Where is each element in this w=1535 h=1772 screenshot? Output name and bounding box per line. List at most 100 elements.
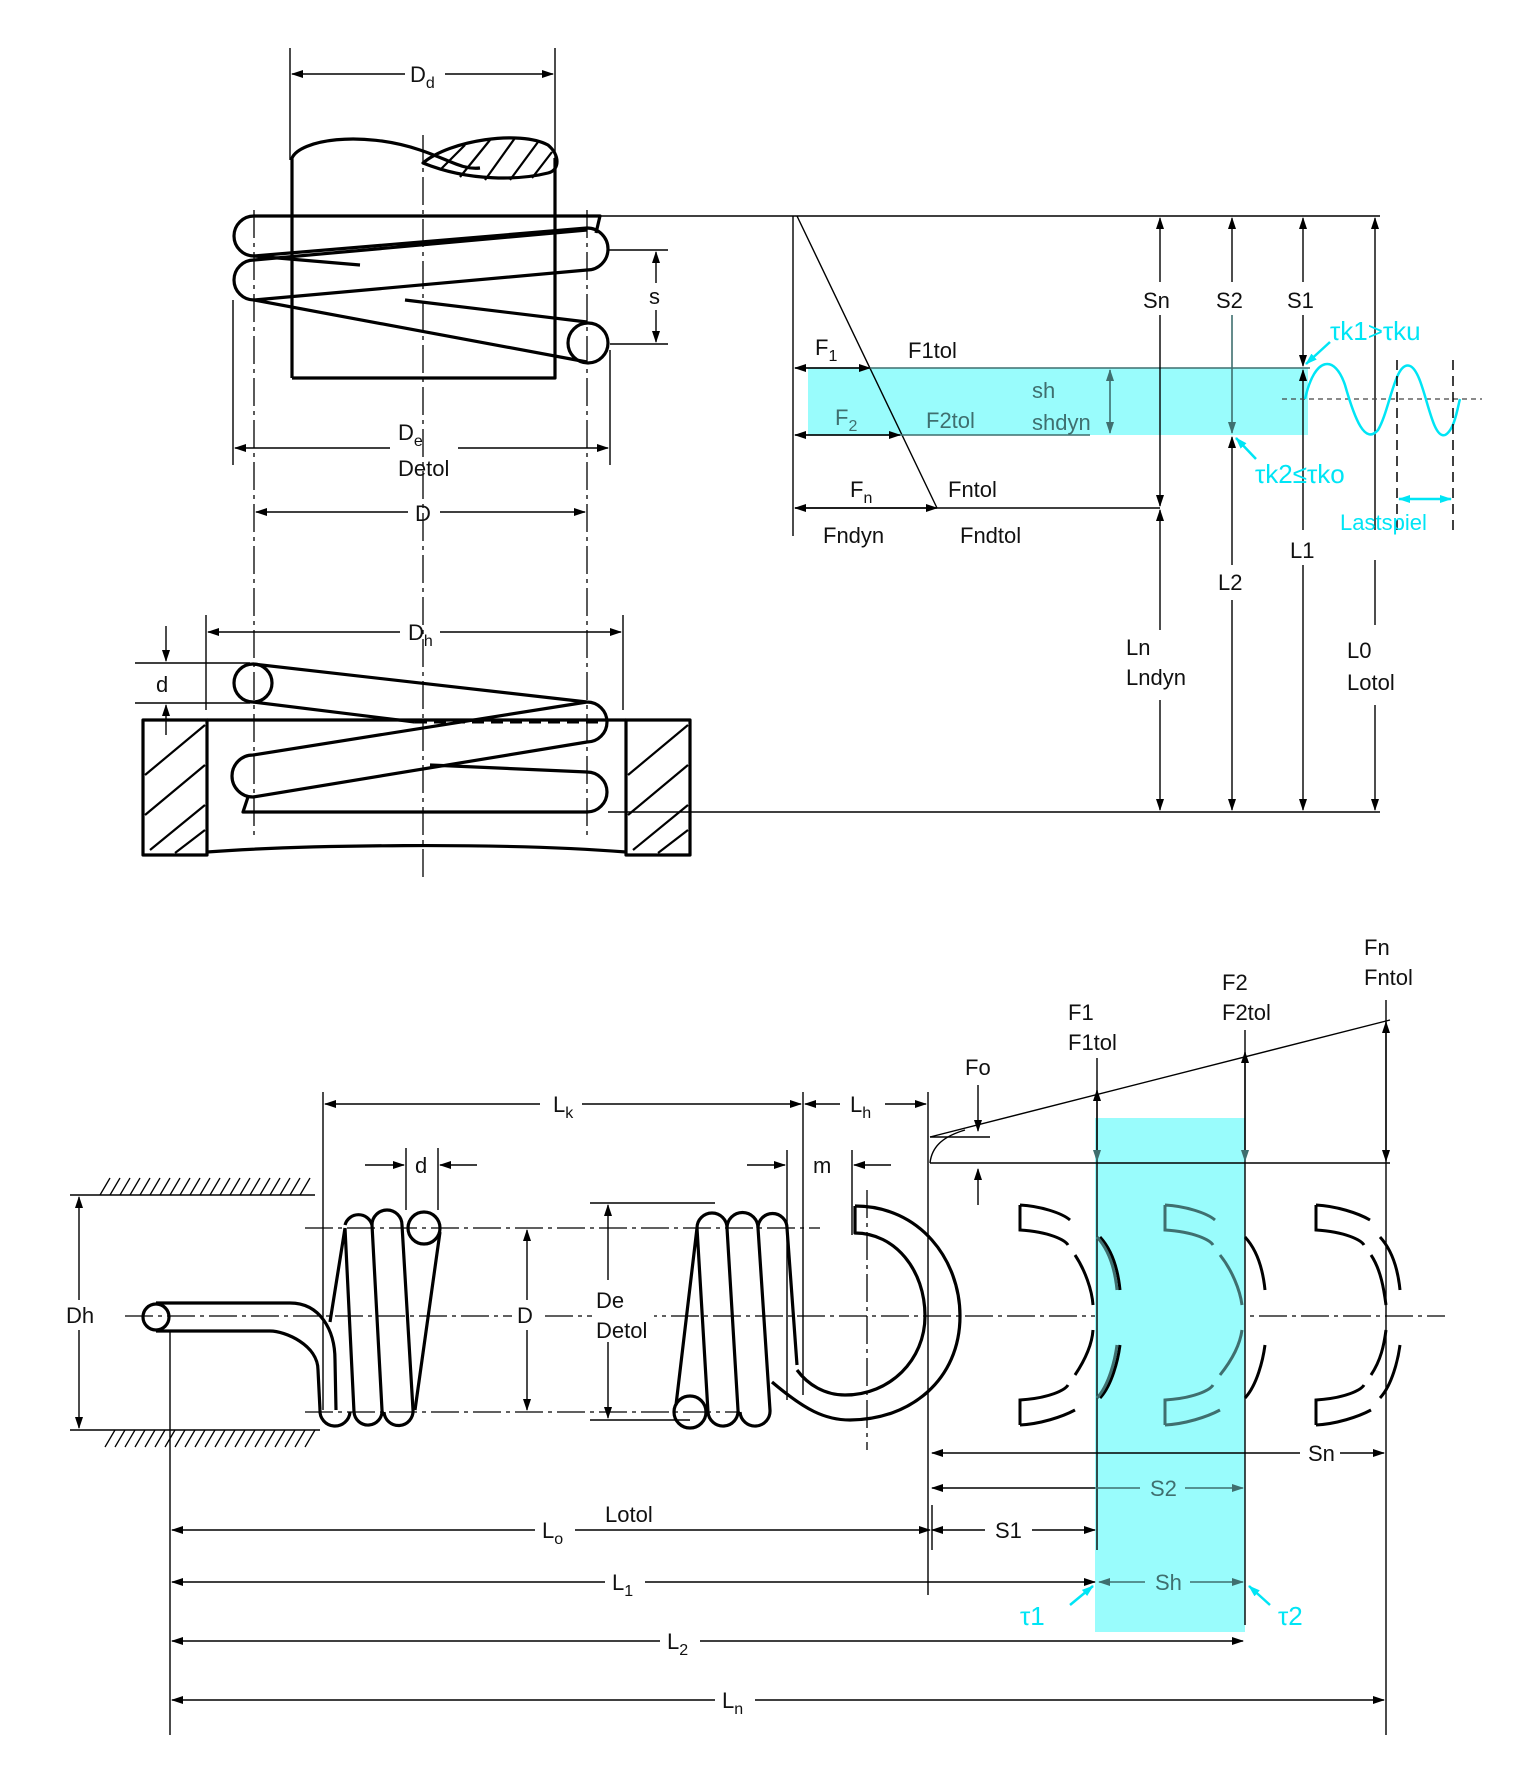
right-coil-1 (674, 1211, 740, 1428)
left-coil-2 (370, 1208, 415, 1428)
d-coil-label-bg (512, 1300, 542, 1330)
s2-ext-label: S2 (1150, 1476, 1177, 1501)
de-label: De (398, 420, 423, 450)
fo-label: Fo (965, 1055, 991, 1080)
mandrel-section (421, 136, 559, 180)
extension-characteristic (929, 1019, 1391, 1138)
coil-back-2 (404, 298, 588, 324)
detol-ext-label: Detol (596, 1318, 647, 1343)
f2tol-ext-label: F2tol (1222, 1000, 1271, 1025)
coil-lower (253, 298, 588, 364)
tau-k2-label: τk2≤τko (1255, 459, 1345, 489)
fndyn-label: Fndyn (823, 523, 884, 548)
left-hook-top (156, 1301, 338, 1411)
sh-ext-label: Sh (1155, 1570, 1182, 1595)
bore-hatch (144, 724, 689, 854)
l2-ext-label: L2 (667, 1629, 688, 1659)
coil-bore-back (252, 700, 416, 724)
l2-label: L2 (1218, 570, 1242, 595)
dh-ext-label: Dh (66, 1303, 94, 1328)
d-coil-label: D (517, 1303, 533, 1328)
extension-working-band (1095, 1118, 1245, 1632)
tau-k1-label: τk1>τku (1330, 316, 1421, 346)
left-coil-3 (413, 1231, 442, 1411)
compression-spring-bore-view: Dh d (135, 615, 1380, 857)
l1-ext-label: L1 (612, 1570, 633, 1600)
l0-ext-label: Lo (542, 1518, 563, 1548)
tau2-label: τ2 (1278, 1601, 1303, 1631)
right-hook-inner (795, 1206, 927, 1397)
f1-ext-label: F1 (1068, 1000, 1094, 1025)
sh-label: sh (1032, 378, 1055, 403)
d-wire-label: d (156, 672, 168, 697)
f1tol-label: F1tol (908, 338, 957, 363)
compression-spring-mandrel-view: Dd s (232, 48, 668, 880)
left-coil-base (318, 1409, 352, 1428)
fntol-ext-label: Fntol (1364, 965, 1413, 990)
dh-label: Dh (408, 620, 433, 650)
sn-label: Sn (1143, 288, 1170, 313)
tau1-label: τ1 (1020, 1601, 1045, 1631)
wire-section-top (232, 662, 274, 704)
fndtol-label: Fndtol (960, 523, 1021, 548)
f2-label: F2 (835, 405, 857, 435)
lk-label: Lk (553, 1092, 574, 1122)
lastspiel-label: Lastspiel (1340, 510, 1427, 535)
tau-k2-pointer (1235, 437, 1257, 460)
lotol-ext-label: Lotol (605, 1502, 653, 1527)
right-coil-2 (725, 1210, 772, 1428)
shdyn-label: shdyn (1032, 410, 1091, 435)
ln-ext-label: Ln (722, 1688, 743, 1718)
f2-ext-label: F2 (1222, 970, 1248, 995)
spring-characteristic (796, 215, 938, 509)
housing-hatching (99, 1177, 316, 1448)
wire-section (566, 321, 610, 365)
hook-positions-in-band (1095, 1203, 1244, 1427)
load-cycle-wave (1303, 363, 1462, 437)
extension-spring-view: Lk Lh d m Dh (60, 935, 1445, 1735)
right-coil-end-section (672, 1394, 708, 1430)
bore-wall-left (141, 718, 209, 857)
f2tol-label: F2tol (926, 408, 975, 433)
detol-label: Detol (398, 456, 449, 481)
right-coil-3 (756, 1211, 799, 1366)
bore-break-line (206, 843, 627, 854)
d-ext-label: d (415, 1153, 427, 1178)
lh-label: Lh (850, 1092, 871, 1122)
de-label-bg (592, 1290, 654, 1342)
d-label: D (415, 501, 431, 526)
fn-ext-label: Fn (1364, 935, 1390, 960)
tau1-pointer (1069, 1585, 1094, 1606)
s1-ext-label: S1 (995, 1518, 1022, 1543)
de-ext-label: De (596, 1288, 624, 1313)
fntol-label: Fntol (948, 477, 997, 502)
mandrel-hatch (439, 137, 553, 181)
l1-label: L1 (1290, 538, 1314, 563)
lndyn-label: Lndyn (1126, 665, 1186, 690)
dd-label: Dd (410, 62, 435, 92)
ln-label: Ln (1126, 635, 1150, 660)
left-hook-bottom (156, 1329, 322, 1411)
tau-k1-pointer (1305, 341, 1331, 365)
right-hook-outer (770, 1204, 962, 1422)
coil-bore-1 (230, 662, 609, 799)
left-hook-end (141, 1302, 171, 1332)
left-coil-1 (328, 1213, 384, 1427)
bore-wall-right (624, 718, 692, 857)
sn-ext-label: Sn (1308, 1441, 1335, 1466)
f1tol-ext-label: F1tol (1068, 1030, 1117, 1055)
left-coil-end-section (406, 1210, 442, 1246)
m-label: m (813, 1153, 831, 1178)
hook-positions (1018, 1203, 1402, 1427)
tau2-pointer (1248, 1585, 1271, 1606)
l0-label: L0 (1347, 638, 1371, 663)
s2-label: S2 (1216, 288, 1243, 313)
fn-label: Fn (850, 477, 872, 507)
working-band (808, 368, 1308, 435)
dh-label-bg (60, 1300, 104, 1330)
f1-label: F1 (815, 335, 837, 365)
s1-label: S1 (1287, 288, 1314, 313)
compression-force-diagram: F1 F1tol F2 F2tol sh shdyn Fn Fntol Fndy… (580, 215, 1482, 811)
initial-tension-curve (929, 1129, 966, 1164)
